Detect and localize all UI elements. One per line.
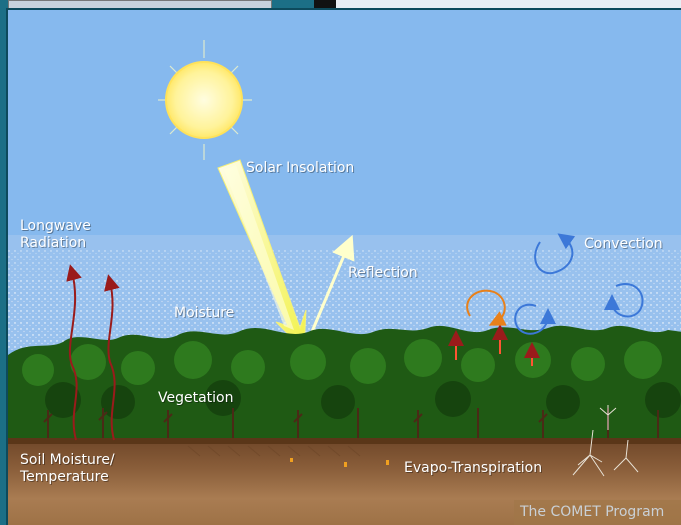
solar-ray-arrow [217,159,307,352]
top-panel-right [336,0,681,8]
land-surface-diagram [8,10,681,525]
longwave-arrow [66,264,120,441]
label-reflection: Reflection [348,265,418,281]
label-moisture: Moisture [174,305,235,321]
evapo-small-arrows [448,324,540,366]
sun-icon [158,40,252,160]
label-soil-moisture-temperature: Soil Moisture/ Temperature [20,452,115,485]
root-system [572,405,639,477]
label-convection: Convection [584,236,663,252]
label-solar-insolation: Solar Insolation [246,160,355,176]
label-vegetation: Vegetation [158,390,234,406]
label-longwave-radiation: Longwave Radiation [20,218,91,251]
diagram-frame: Solar Insolation Longwave Radiation Refl… [6,8,681,525]
convection-icon [466,233,644,335]
top-panel-dark [314,0,336,10]
label-evapo-transpiration: Evapo-Transpiration [404,460,543,476]
reflection-arrow [304,234,355,347]
credit-box [514,500,681,525]
credit-text: The COMET Program [520,504,665,520]
